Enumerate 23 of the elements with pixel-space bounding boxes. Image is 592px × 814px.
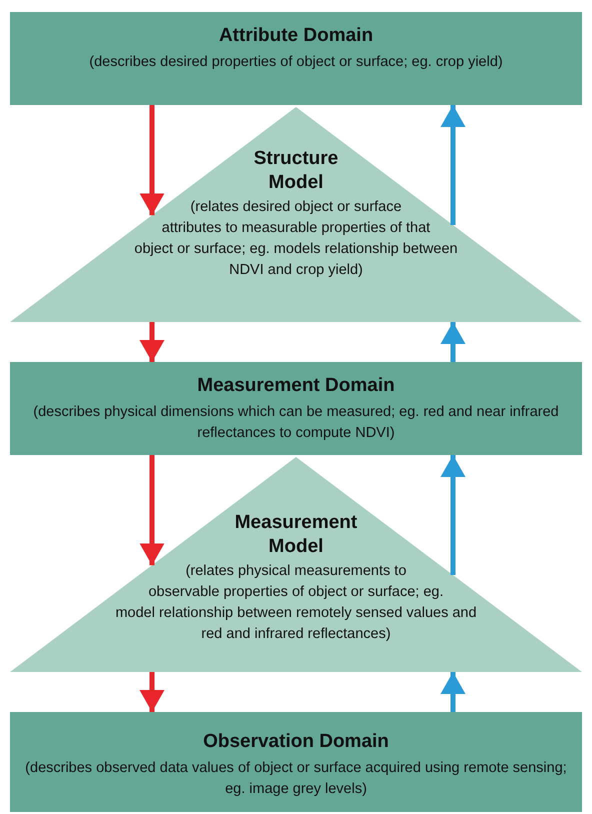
heading-text: Observation Domain — [202, 730, 390, 754]
arrow — [140, 672, 164, 712]
description-text: (describes physical dimensions which can be measured; eg. red and near infrared reflectances to compute NDVI) — [32, 403, 560, 443]
arrow — [140, 322, 164, 362]
arrow — [140, 105, 164, 216]
description-text: (relates desired object or surface attributes to measurable properties of that object or surface; eg. models relationship between NDVI and crop yield) — [133, 198, 459, 280]
domain-box — [10, 362, 582, 455]
arrow — [440, 105, 466, 226]
arrow — [140, 455, 164, 566]
heading-text: Measurement Domain — [196, 374, 396, 398]
arrow — [440, 672, 466, 712]
domain-box — [10, 712, 582, 812]
domain-box — [10, 12, 582, 105]
arrow — [440, 322, 466, 362]
description-text: (relates physical measurements to observable properties of object or surface; eg. model relationship between remotely sensed values and red and infrared reflectances) — [114, 562, 478, 644]
description-text: (describes observed data values of object or surface acquired using remote sensing; eg. image grey levels) — [24, 759, 568, 799]
description-text: (describes desired properties of object or surface; eg. crop yield) — [88, 53, 504, 72]
model-triangle — [10, 107, 582, 322]
heading-text: Attribute Domain — [218, 24, 374, 48]
heading-text: Measurement Model — [234, 511, 358, 559]
model-triangle — [10, 457, 582, 672]
arrow — [440, 455, 466, 576]
heading-text: Structure Model — [252, 147, 340, 195]
